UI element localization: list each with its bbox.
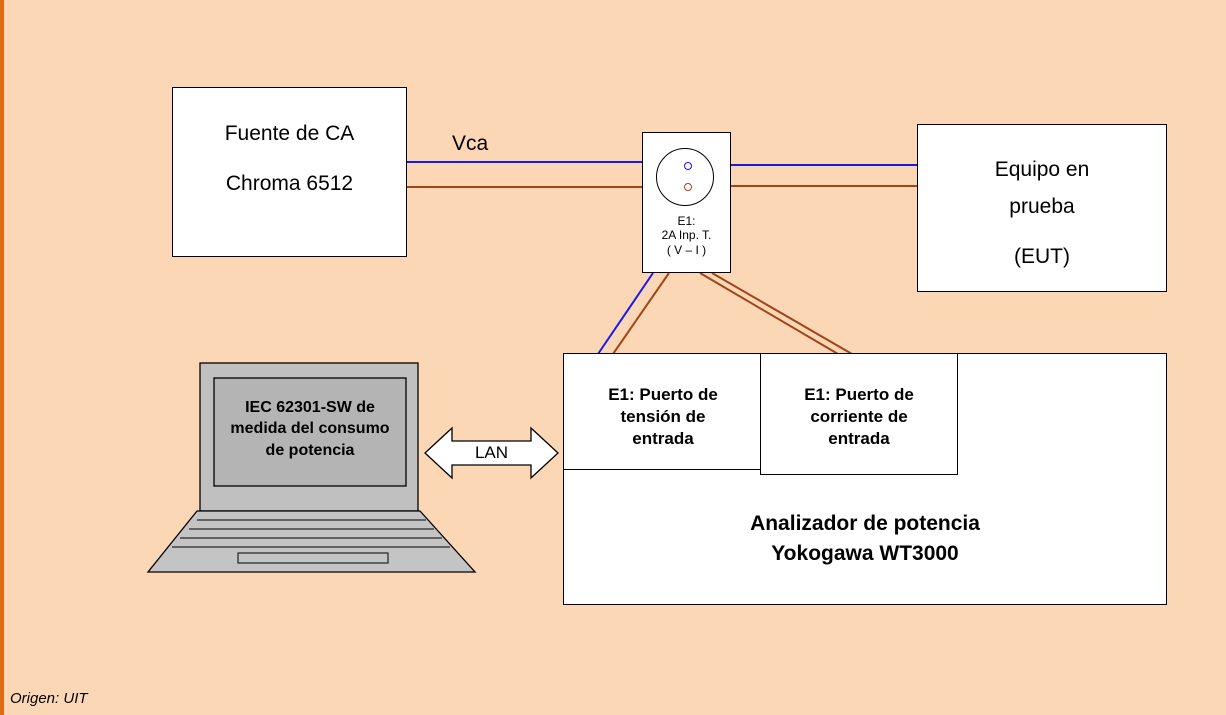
lan-arrow — [424, 426, 559, 480]
current-port-label-3: entrada — [828, 429, 890, 448]
sensor-dot-blue — [684, 162, 692, 170]
analyzer-label-1: Analizador de potencia — [750, 512, 980, 535]
current-port-box — [760, 353, 958, 475]
laptop — [146, 362, 477, 573]
eut-label-3: (EUT) — [1014, 245, 1070, 268]
sensor-dot-brown — [684, 183, 692, 191]
wire-blue-voltage — [597, 272, 654, 355]
sensor-circle — [656, 148, 714, 206]
laptop-screen — [213, 377, 407, 487]
ac-source-label-2: Chroma 6512 — [225, 172, 354, 195]
sensor-label-1: E1: — [677, 214, 696, 228]
ac-source-label-1: Fuente de CA — [224, 122, 355, 145]
laptop-screen-label-1: IEC 62301-SW de — [245, 399, 375, 416]
wire-brown-current-a — [699, 272, 839, 355]
vca-label: Vca — [452, 132, 489, 155]
current-port-label-2: corriente de — [810, 407, 908, 426]
laptop-screen-label-2: medida del consumo — [230, 420, 390, 437]
voltage-port-label-1: E1: Puerto de — [608, 385, 718, 404]
eut-label-2: prueba — [1009, 195, 1075, 218]
laptop-screen-label-3: de potencia — [265, 442, 355, 459]
voltage-port-box — [563, 353, 763, 470]
analyzer-label-2: Yokogawa WT3000 — [771, 542, 959, 565]
sensor-label-2: 2A Inp. T. — [661, 228, 712, 242]
eut-label-1: Equipo en — [994, 158, 1090, 181]
wire-brown-voltage — [612, 272, 670, 355]
laptop-keyboard — [146, 510, 477, 573]
ac-source-box — [172, 87, 407, 257]
lan-label: LAN — [474, 443, 509, 462]
sensor-label-3: ( V – I ) — [666, 243, 707, 257]
accent-bar — [0, 0, 4, 715]
laptop-spacebar — [237, 552, 389, 564]
wire-brown-current-b — [711, 272, 853, 355]
voltage-port-label-3: entrada — [632, 429, 694, 448]
voltage-port-label-2: tensión de — [620, 407, 706, 426]
eut-box — [917, 124, 1167, 292]
origin-caption: Origen: UIT — [10, 690, 88, 707]
current-port-label-1: E1: Puerto de — [804, 385, 914, 404]
